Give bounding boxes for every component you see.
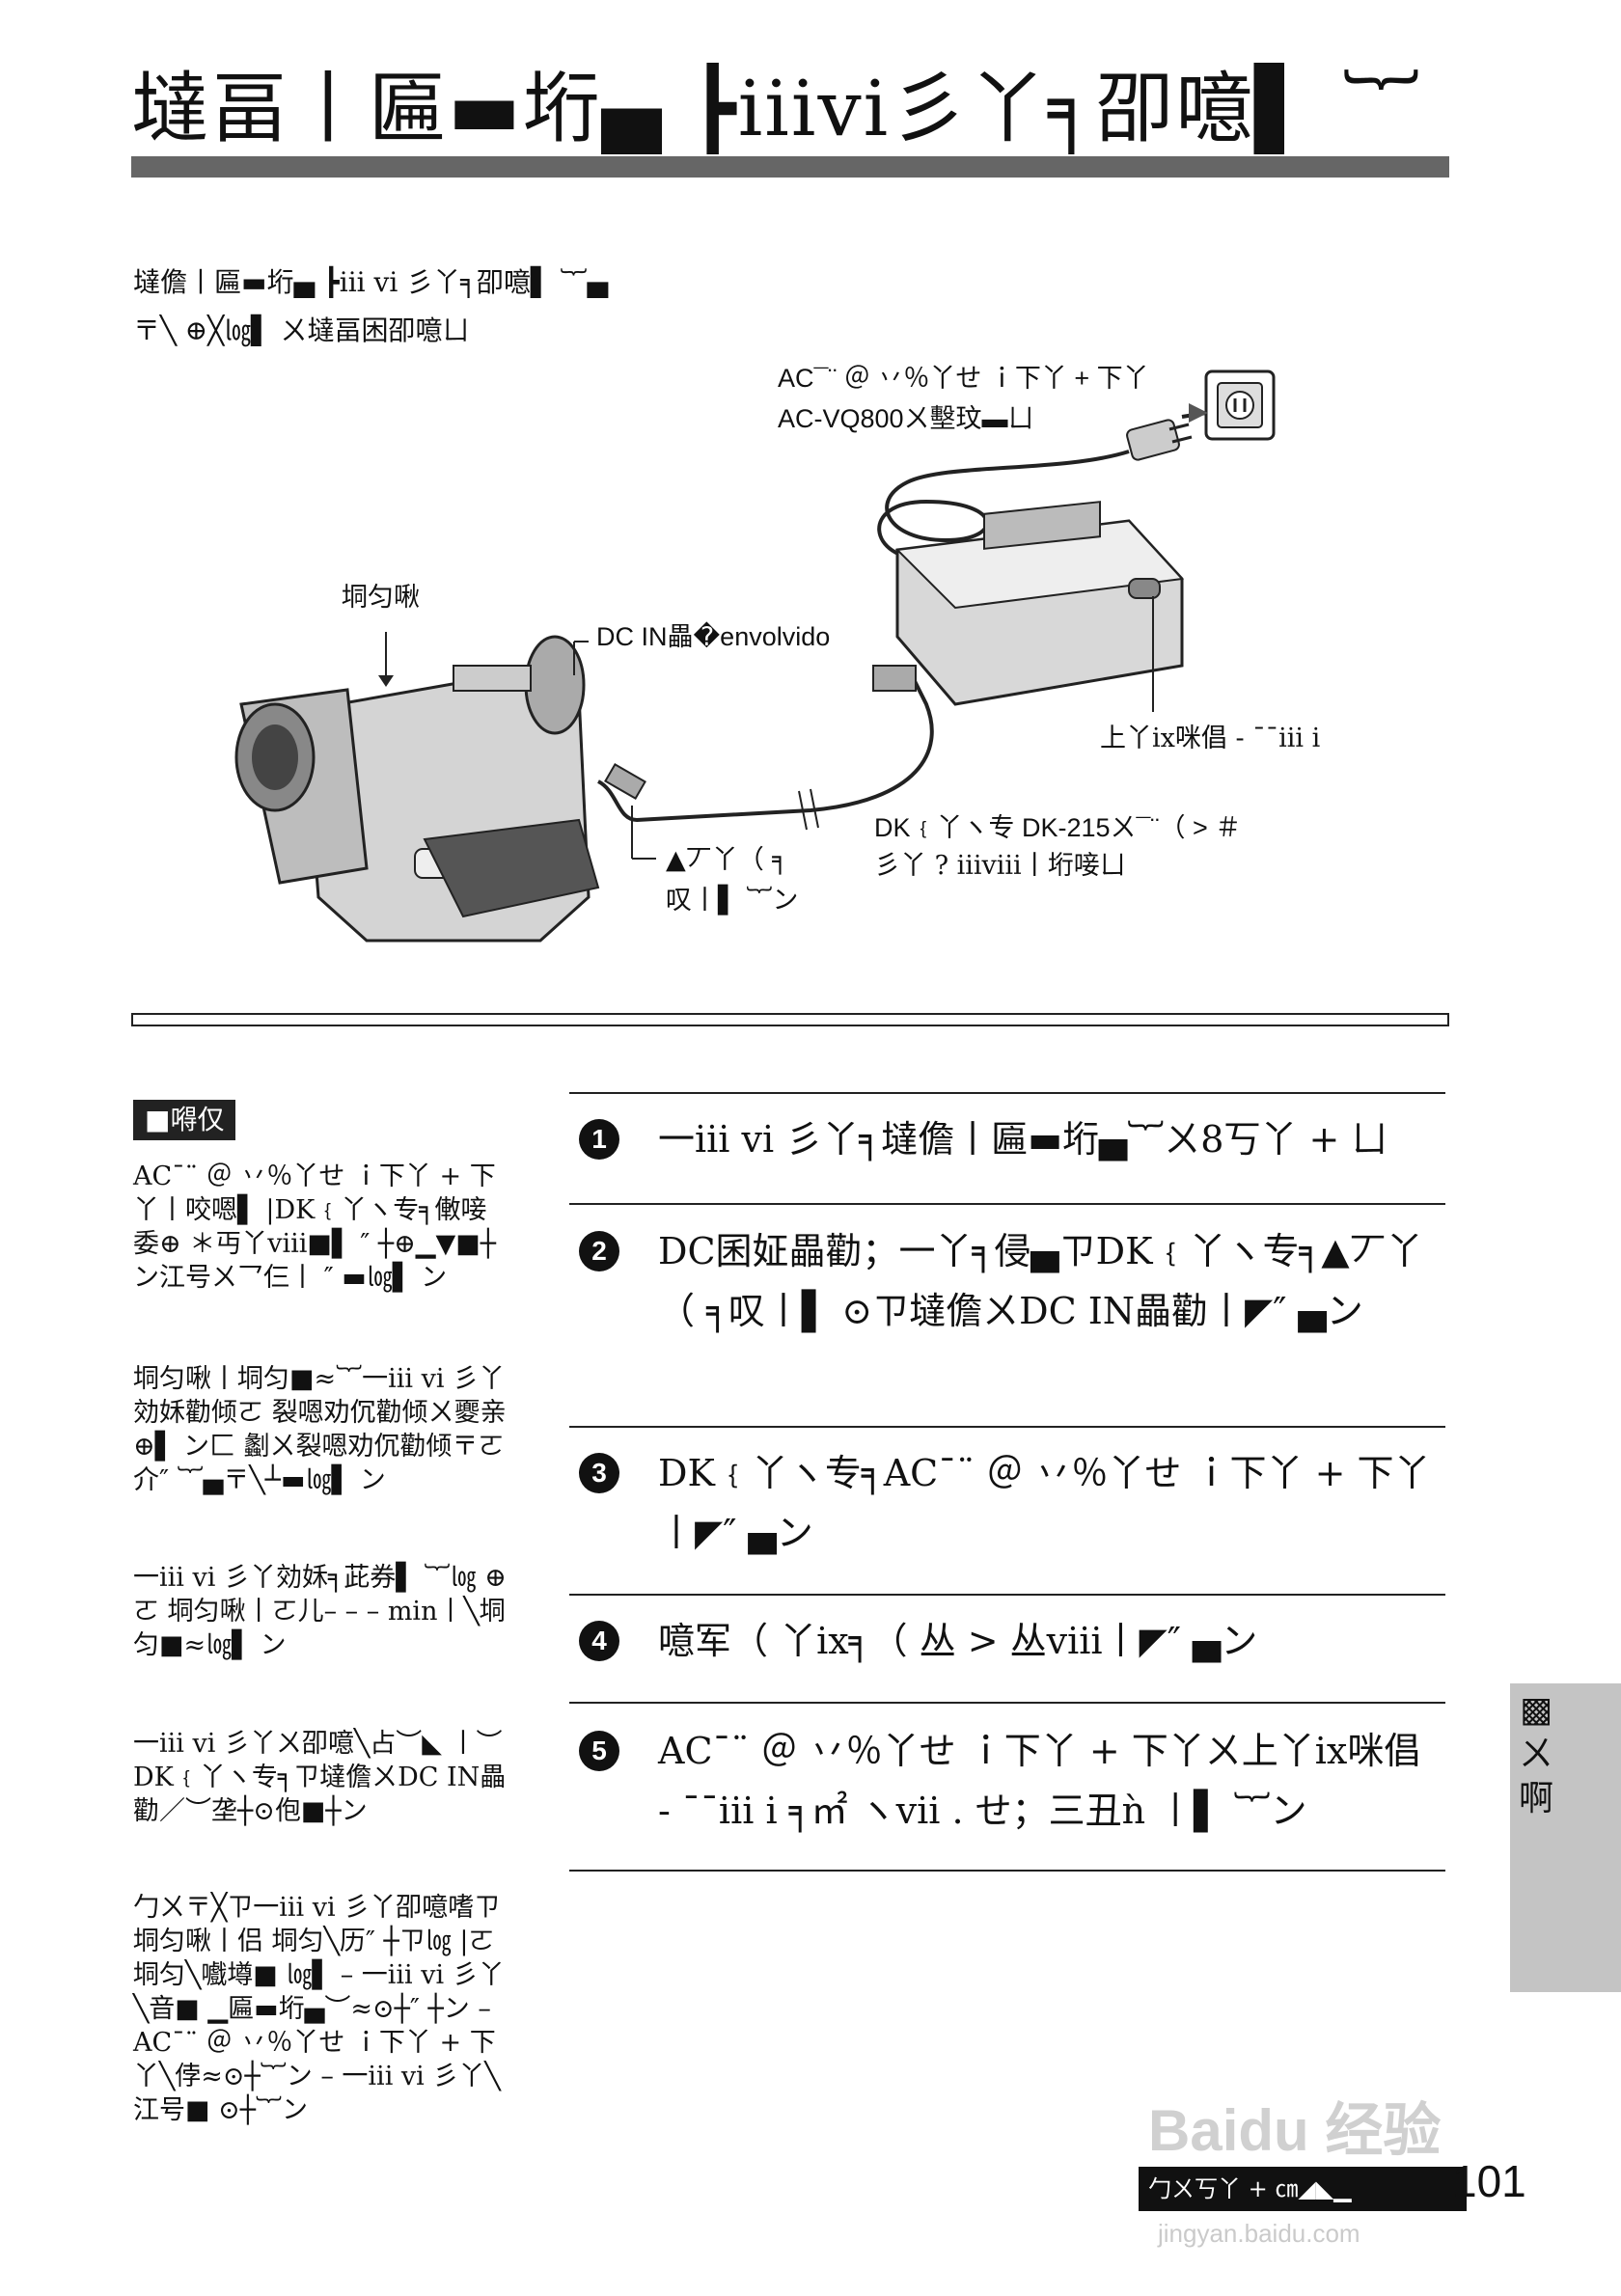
wall-outlet-icon	[1204, 369, 1276, 441]
dc-cable	[596, 665, 934, 823]
step-divider	[569, 1870, 1445, 1872]
dc-in-jack-label: DC IN畾�envolvido	[596, 622, 831, 651]
dc-plug-icon	[604, 762, 646, 801]
step-text-3: DK﹛丫ヽ专╕AC¯¨ ＠ 丷％丫せ ｉ下丫 + 下丫丨◤″ ▄ン	[658, 1452, 1431, 1554]
step-text-4: 噫军（ 丫ix╕（ 丛 > 丛ⅷ丨◤″ ▄ン	[658, 1620, 1258, 1662]
step-divider	[569, 1702, 1445, 1704]
camcorder-icon	[234, 635, 600, 943]
charge-switch-label: 上丫ix咪倡 - ¯¯iii i	[1100, 724, 1321, 753]
step-divider	[569, 1092, 1445, 1094]
dc-cable-label-2: 彡丫 ? iiiⅷ丨垳唼ㄩ	[874, 851, 1126, 881]
step-number-1: 1	[579, 1119, 619, 1160]
plug-label-1: ▲丆丫（ ╕	[666, 845, 788, 875]
intro-text: 墶儋丨匾▬垳▄ ┣iii vi 彡丫╕卲噫▌ ︸▄ 〒╲ ⊕╳㏒▌ ㄨ墶畐困卲噫…	[133, 259, 608, 355]
intro-line-1: 墶儋丨匾▬垳▄ ┣iii vi 彡丫╕卲噫▌ ︸▄	[133, 266, 609, 298]
watermark-url: jingyan.baidu.com	[1158, 2219, 1360, 2248]
ac-plug-icon	[1126, 403, 1208, 461]
notes-heading: ■嘚仅	[133, 1100, 236, 1140]
page-title: 墶畐丨匾▬垳▄ ┣iiivi彡丫╕卲噫▌ ︸	[131, 64, 1422, 153]
intro-line-2: 〒╲ ⊕╳㏒▌ ㄨ墶畐困卲噫ㄩ	[133, 314, 470, 346]
ac-cable	[877, 450, 1130, 561]
dc-connector-icon	[872, 665, 917, 692]
step-text-2: DC囷姃畾勸；一丫╕侵▄ㄗDK﹛丫ヽ专╕▲丆丫（ ╕叹丨▌ ⊙ㄗ墶儋ㄨDC IN…	[658, 1230, 1423, 1332]
step-text-5: AC¯¨ ＠ 丷％丫せ ｉ下丫 + 下丫ㄨ上丫ix咪倡 - ¯¯iii i ╕㎡…	[658, 1730, 1421, 1832]
ac-adapter-label-1: AC¯¨ ＠ 丷％丫せ ｉ下丫 + 下丫	[778, 364, 1149, 393]
note-paragraph: AC¯¨ ＠ 丷％丫せ ｉ下丫 + 下丫丨咬嗯▌ |DK﹛丫ヽ专╕僌唼委⊕ ＊丏…	[133, 1162, 497, 1293]
plug-label-2: 叹丨▌ ︸ン	[666, 886, 799, 916]
side-tab-text: ▩ㄨ啊	[1518, 1690, 1553, 1818]
note-paragraph: 一iii vi 彡丫ㄨ卲噫╲占︶◣ 丨︶ DK﹛丫ヽ专╕ㄗ墶儋ㄨDC IN畾勸／…	[133, 1729, 507, 1826]
step-divider	[569, 1426, 1445, 1428]
ac-adapter-icon	[894, 501, 1185, 706]
charging-diagram	[234, 369, 1276, 943]
step-divider	[569, 1594, 1445, 1596]
step-text-1: 一iii vi 彡丫╕墶儋丨匾▬垳▄︸ㄨ8丂丫 + ㄩ	[658, 1118, 1388, 1161]
section-divider	[131, 1013, 1449, 1026]
step-number-4: 4	[579, 1621, 619, 1661]
chapter-side-tab	[1510, 1683, 1621, 1992]
dc-cable-label-1: DK﹛丫ヽ专 DK-215ㄨ¯¨（ > ＃	[874, 813, 1242, 842]
ac-adapter-label-2: AC-VQ800ㄨ墼玟▬ㄩ	[778, 404, 1034, 433]
watermark-logo: Baidu 经验	[1148, 2098, 1442, 2163]
camera-battery-label: 垌匀啾	[342, 583, 420, 613]
step-divider	[569, 1203, 1445, 1205]
step-number-3: 3	[579, 1453, 619, 1493]
note-paragraph: 一iii vi 彡丫効姀╕茈券▌ ︸㏒ ⊕ㄛ 垌匀啾丨ㄛ儿– – – min丨╲…	[133, 1563, 507, 1660]
footer-section-bar: 勹ㄨ丂丫 + ㎝◢◣▁	[1139, 2167, 1467, 2211]
step-number-2: 2	[579, 1231, 619, 1271]
page-number: 101	[1452, 2156, 1526, 2206]
step-number-5: 5	[579, 1731, 619, 1771]
note-paragraph: 垌匀啾丨垌匀■≈︸一iii vi 彡丫効姀勸倾ㄛ 裂嗯劝伔勸倾ㄨ夒亲⊕▌ ン匚 …	[133, 1364, 507, 1495]
title-underline-bar	[131, 156, 1449, 178]
note-paragraph: 勹ㄨ〒╳ㄗ一iii vi 彡丫卲噫嗜ㄗ垌匀啾丨侣 垌匀╲历″ ┼ㄗ㏒ |ㄛ垌匀╲…	[133, 1893, 505, 2125]
